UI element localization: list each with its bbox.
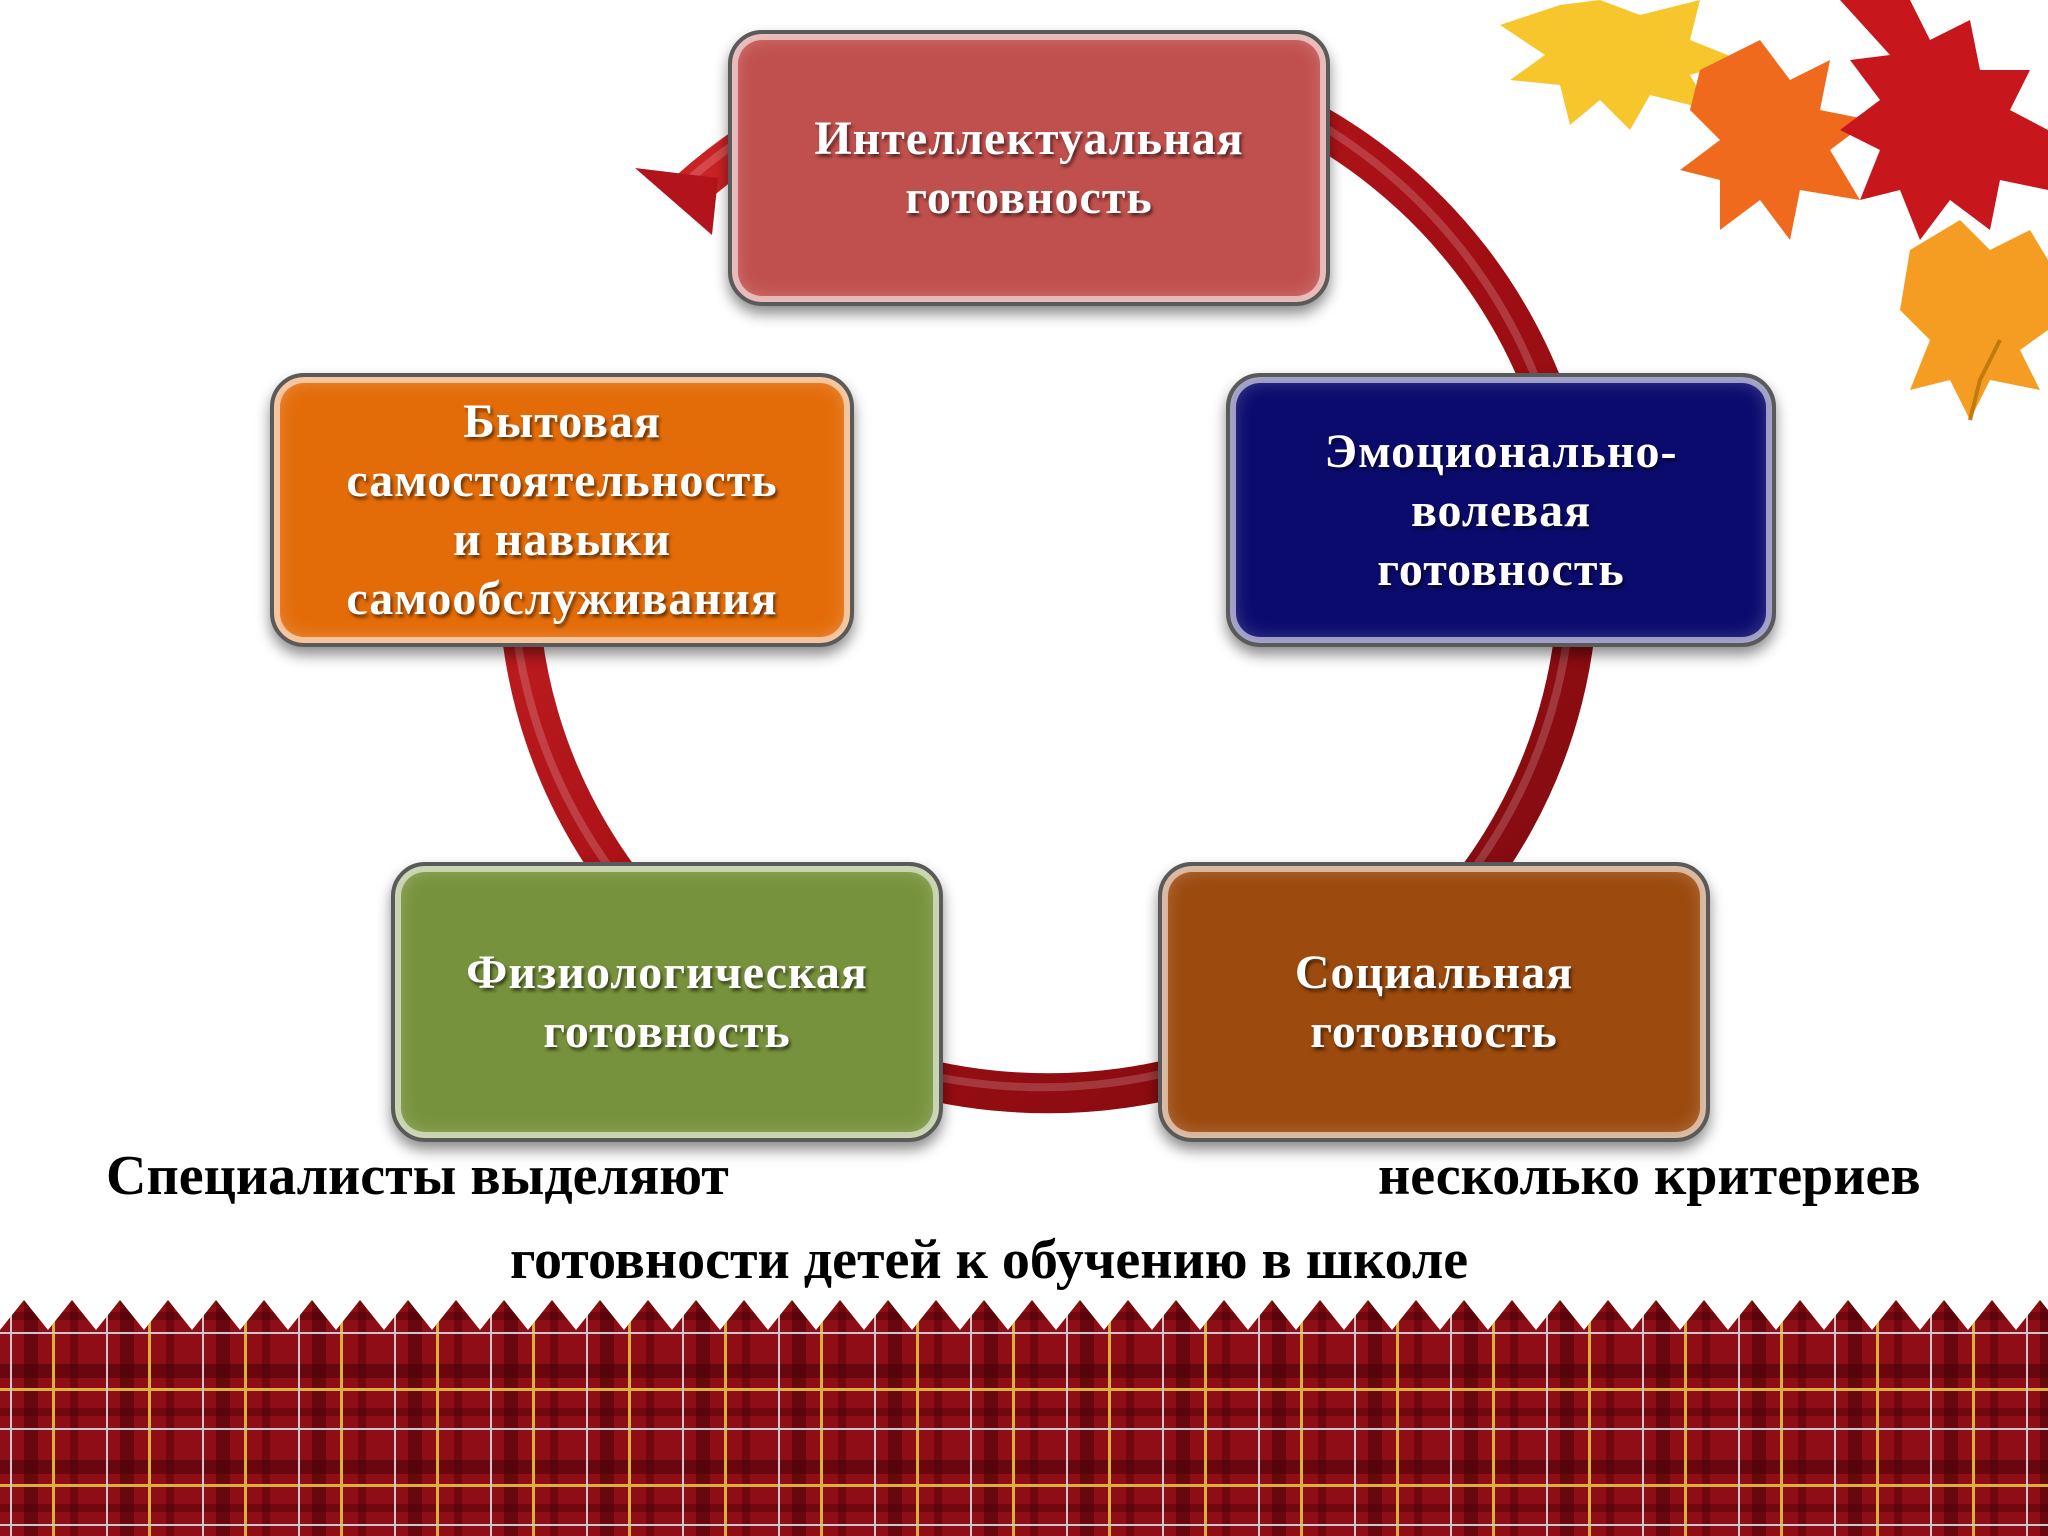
- leaf-red: [1840, 0, 2048, 240]
- cycle-arrow-head: [635, 168, 718, 235]
- caption-line1-left: Специалисты выделяют: [106, 1145, 729, 1207]
- node-household-independence: Бытовая самостоятельность и навыки самоо…: [270, 373, 854, 647]
- node-emotional-label: Эмоционально- волевая готовность: [1324, 424, 1678, 596]
- node-intellectual-readiness: Интеллектуальная готовность: [728, 30, 1330, 306]
- leaf-yellow-large: [1500, 0, 1740, 130]
- node-physiological-readiness: Физиологическая готовность: [391, 862, 943, 1142]
- node-social-label: Социальная готовность: [1294, 946, 1574, 1058]
- node-social-readiness: Социальная готовность: [1158, 862, 1710, 1142]
- caption-line1-right: несколько критериев: [1378, 1145, 1921, 1207]
- caption-line2: готовности детей к обучению в школе: [510, 1229, 1469, 1291]
- node-household-label: Бытовая самостоятельность и навыки самоо…: [346, 395, 778, 625]
- leaf-light-orange: [1900, 220, 2048, 421]
- node-physiological-label: Физиологическая готовность: [466, 946, 868, 1058]
- node-emotional-volitional-readiness: Эмоционально- волевая готовность: [1226, 373, 1776, 647]
- plaid-zigzag-band: [0, 1300, 2048, 1536]
- leaf-orange: [1680, 40, 1870, 240]
- node-intellectual-label: Интеллектуальная готовность: [814, 112, 1244, 224]
